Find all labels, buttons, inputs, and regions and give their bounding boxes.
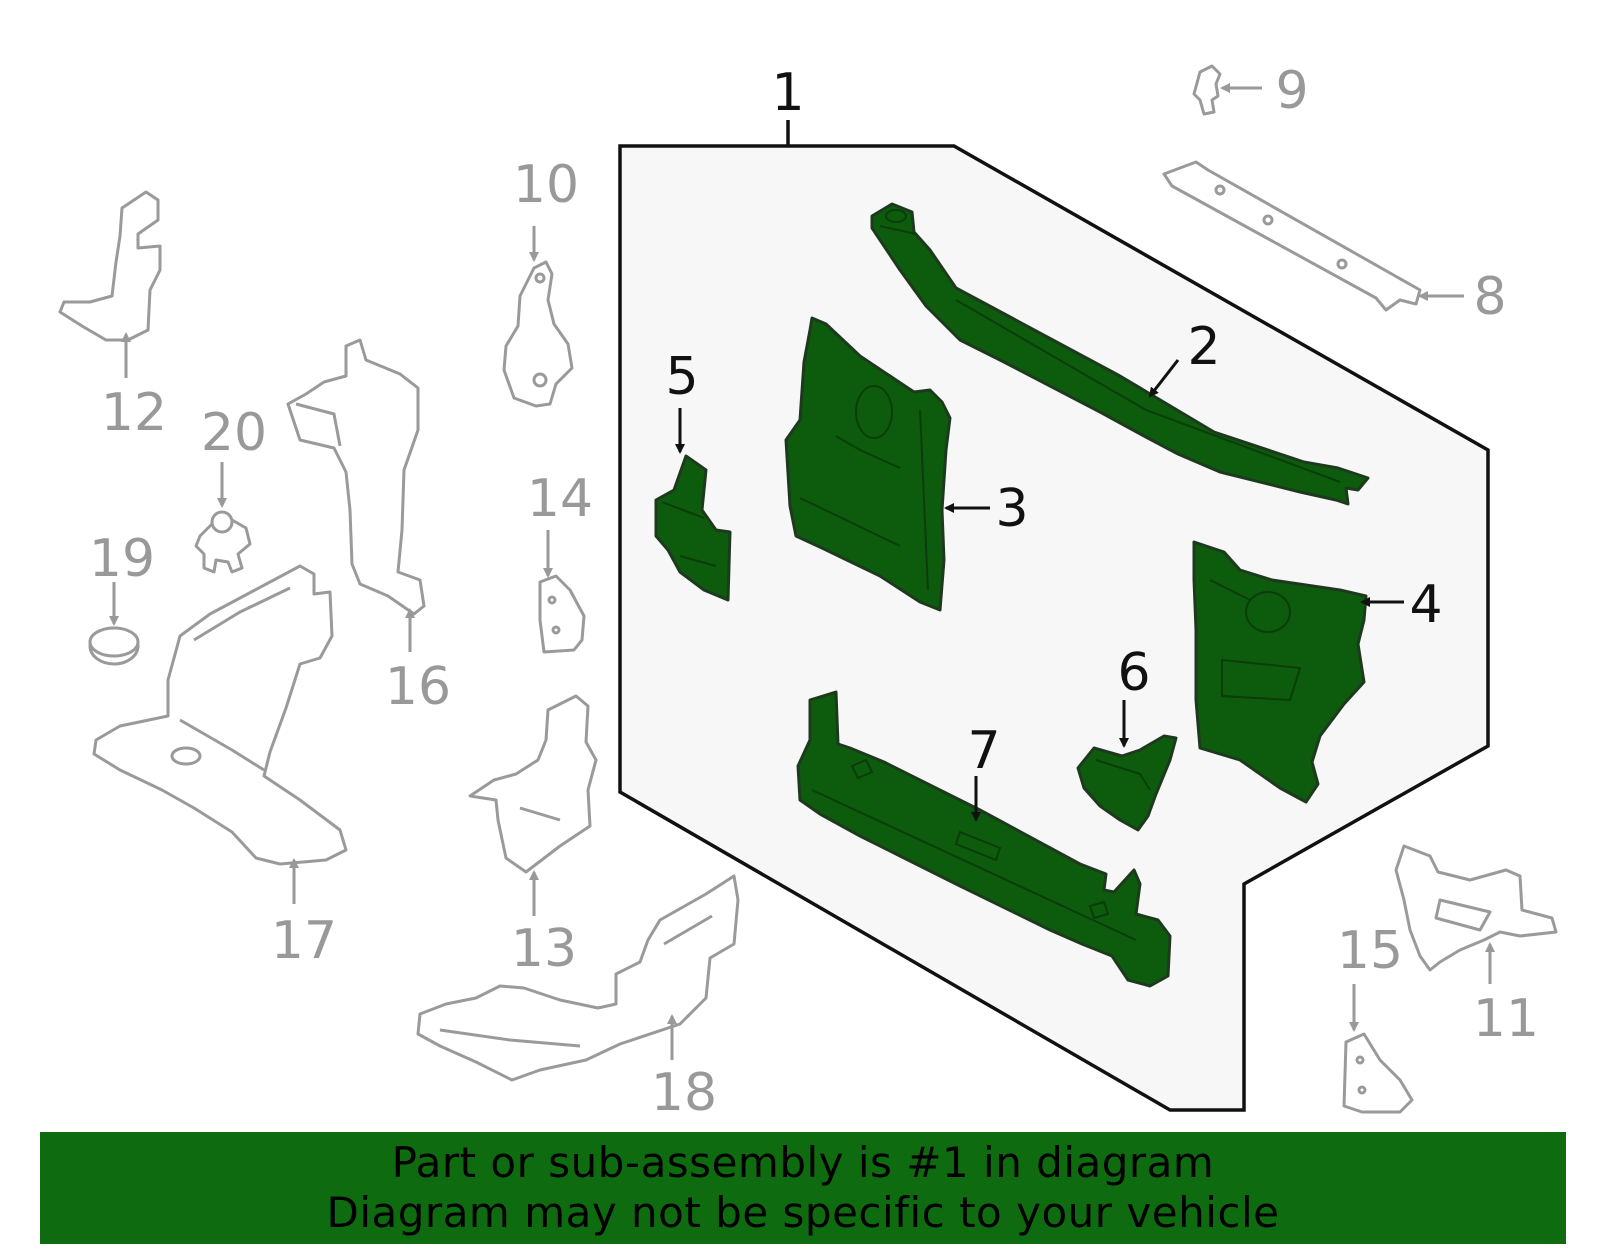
part-11-bracket[interactable] <box>1394 844 1558 972</box>
part-16-bracket[interactable] <box>286 338 426 616</box>
part-10-bracket[interactable] <box>502 260 574 408</box>
callout-2[interactable]: 2 <box>1187 317 1220 377</box>
callout-labels: 1 2 3 4 5 6 7 8 9 10 11 12 13 14 15 16 1… <box>89 61 1539 1123</box>
callout-9[interactable]: 9 <box>1275 61 1308 121</box>
part-18-bracket[interactable] <box>416 874 740 1082</box>
callout-15[interactable]: 15 <box>1337 921 1403 981</box>
callout-6[interactable]: 6 <box>1117 643 1150 703</box>
part-8-seal-strip[interactable] <box>1162 160 1422 312</box>
part-6-bracket-right[interactable] <box>1076 734 1178 832</box>
banner-line-1: Part or sub-assembly is #1 in diagram <box>391 1138 1215 1187</box>
part-12-bracket[interactable] <box>58 190 162 342</box>
leader-lines-highlighted <box>675 359 1404 822</box>
callout-10[interactable]: 10 <box>513 155 579 215</box>
callout-8[interactable]: 8 <box>1473 267 1506 327</box>
callout-20[interactable]: 20 <box>201 403 267 463</box>
callout-19[interactable]: 19 <box>89 529 155 589</box>
part-2-upper-tie-bar[interactable] <box>870 202 1370 506</box>
leader-lines-other <box>109 83 1495 1060</box>
callout-11[interactable]: 11 <box>1473 989 1539 1049</box>
part-9-clip[interactable] <box>1192 64 1222 116</box>
callout-18[interactable]: 18 <box>651 1063 717 1123</box>
part-5-bracket-left[interactable] <box>654 454 732 602</box>
part-13-bracket[interactable] <box>468 694 598 874</box>
banner-line-2: Diagram may not be specific to your vehi… <box>326 1188 1280 1237</box>
callout-4[interactable]: 4 <box>1409 575 1442 635</box>
part-17-bracket[interactable] <box>92 564 348 866</box>
callout-13[interactable]: 13 <box>511 919 577 979</box>
part-4-side-member-right[interactable] <box>1192 540 1368 804</box>
part-19-plug[interactable] <box>88 626 140 666</box>
callout-3[interactable]: 3 <box>995 479 1028 539</box>
part-14-plate[interactable] <box>538 574 586 654</box>
callout-16[interactable]: 16 <box>385 657 451 717</box>
callout-17[interactable]: 17 <box>271 911 337 971</box>
info-banner-background <box>40 1132 1566 1244</box>
callout-7[interactable]: 7 <box>967 721 1000 781</box>
part-7-lower-tie-bar[interactable] <box>796 690 1172 988</box>
callout-14[interactable]: 14 <box>527 469 593 529</box>
callout-5[interactable]: 5 <box>665 347 698 407</box>
part-20-clip[interactable] <box>194 510 252 574</box>
part-3-side-member-left[interactable] <box>784 316 952 612</box>
part-15-plate[interactable] <box>1342 1032 1414 1114</box>
callout-1[interactable]: 1 <box>771 63 804 123</box>
callout-12[interactable]: 12 <box>101 383 167 443</box>
info-banner: Part or sub-assembly is #1 in diagram Di… <box>40 1132 1566 1244</box>
